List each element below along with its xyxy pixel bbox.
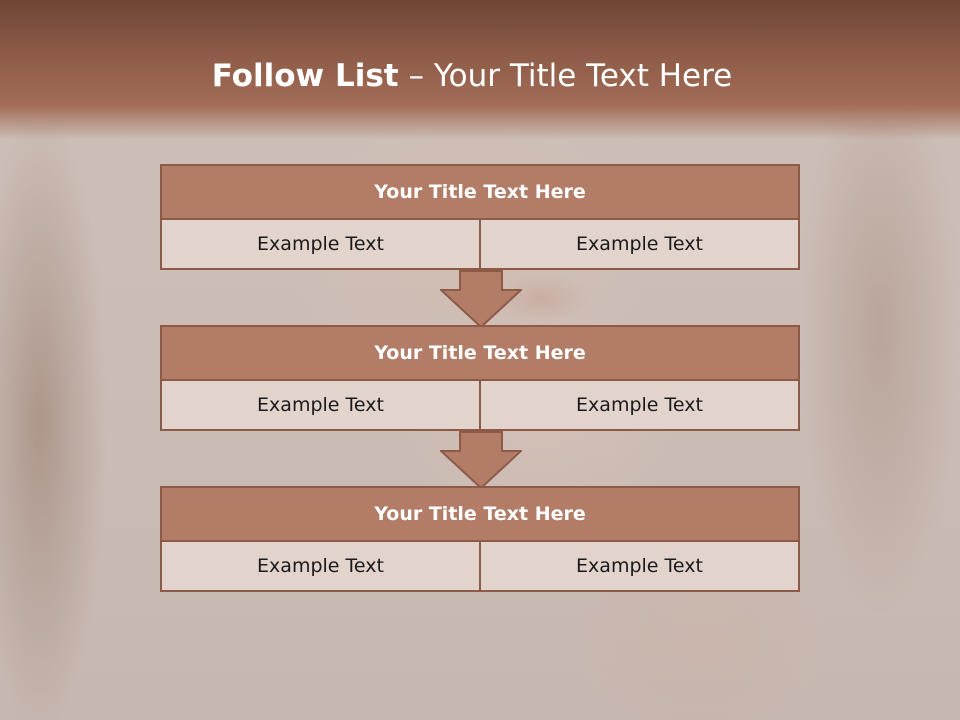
block-cell-left: Example Text [162, 542, 479, 590]
block-title: Your Title Text Here [160, 486, 800, 542]
down-arrow-icon [440, 270, 522, 328]
list-block-3: Your Title Text Here Example Text Exampl… [160, 486, 800, 592]
block-cell-left: Example Text [162, 381, 479, 429]
list-block-1: Your Title Text Here Example Text Exampl… [160, 164, 800, 270]
block-cell-right: Example Text [479, 220, 798, 268]
block-cell-right: Example Text [479, 542, 798, 590]
block-row: Example Text Example Text [160, 381, 800, 431]
block-row: Example Text Example Text [160, 220, 800, 270]
block-title: Your Title Text Here [160, 325, 800, 381]
block-row: Example Text Example Text [160, 542, 800, 592]
block-title: Your Title Text Here [160, 164, 800, 220]
header-band [0, 0, 960, 140]
slide-title-strong: Follow List [211, 58, 399, 94]
block-cell-right: Example Text [479, 381, 798, 429]
slide-title-rest: – Your Title Text Here [398, 58, 733, 94]
block-cell-left: Example Text [162, 220, 479, 268]
down-arrow-icon [440, 431, 522, 489]
list-block-2: Your Title Text Here Example Text Exampl… [160, 325, 800, 431]
slide-title: Follow List – Your Title Text Here [0, 56, 944, 96]
